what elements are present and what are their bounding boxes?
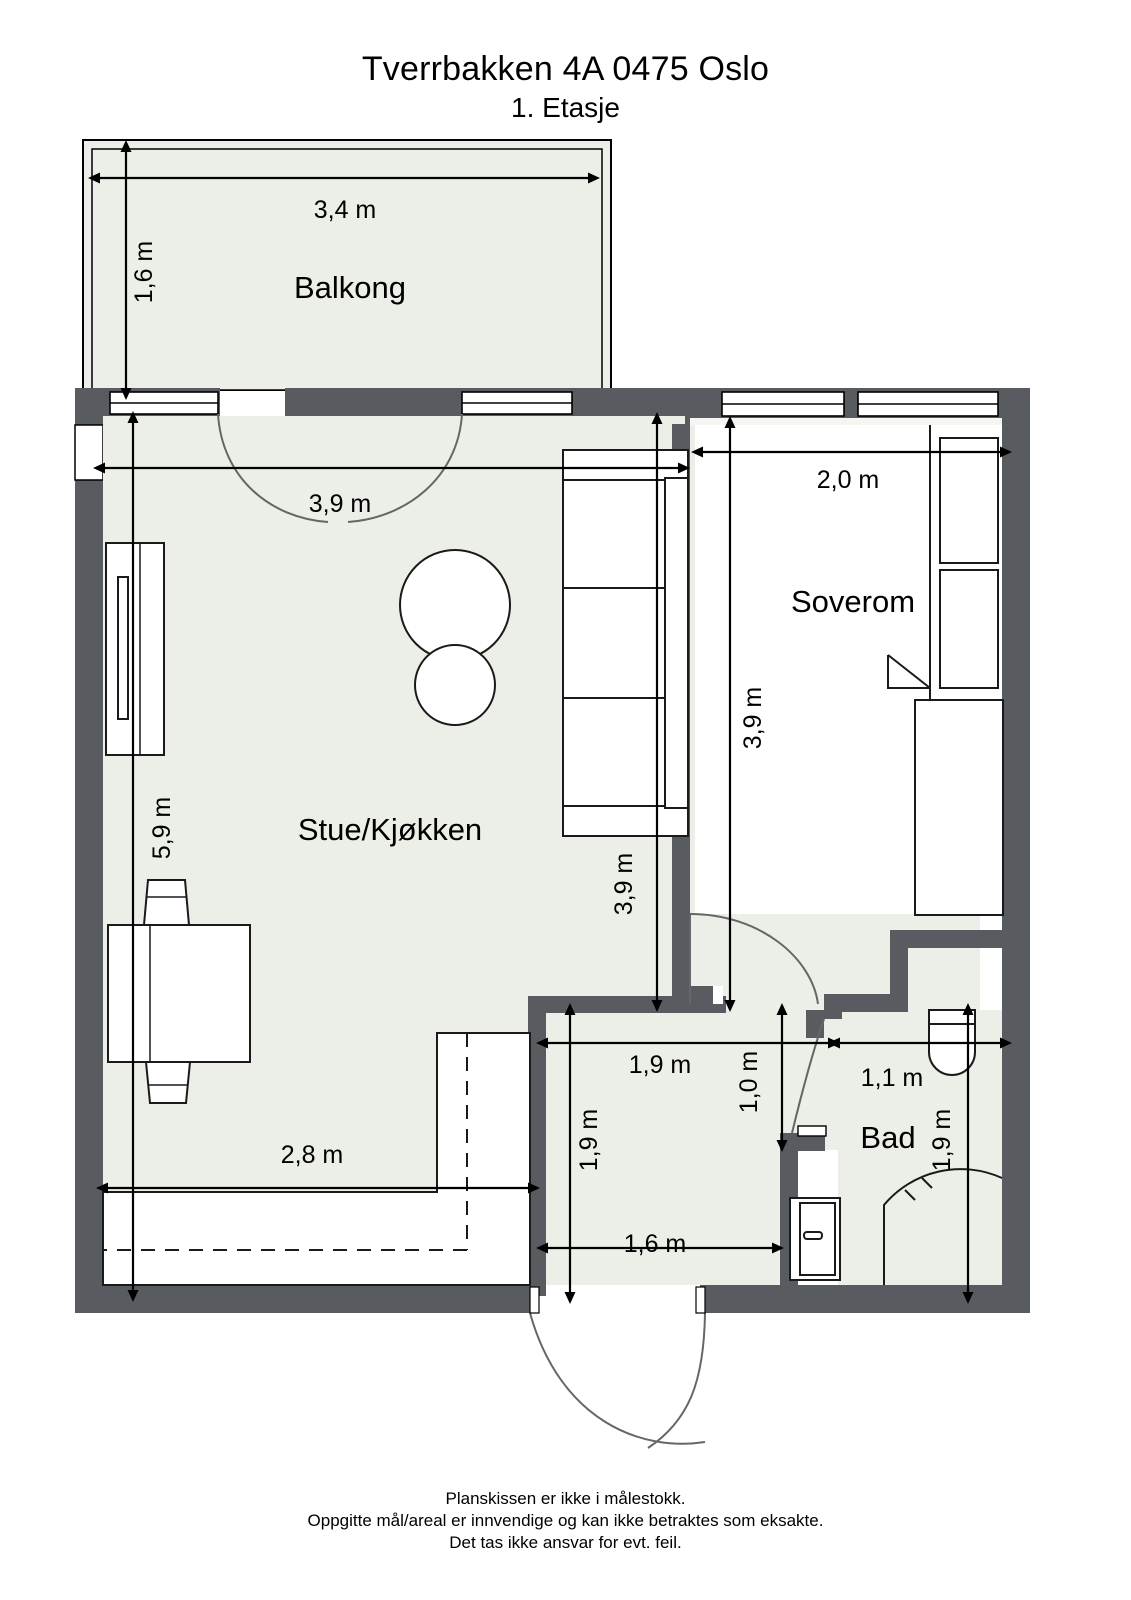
dim-stue-height-left: 5,9 m xyxy=(148,797,176,860)
tv-cabinet-handle xyxy=(117,576,129,720)
window-left-living xyxy=(74,424,104,481)
furniture-living xyxy=(102,449,689,1286)
wardrobe-1 xyxy=(939,437,999,564)
dim-gang-height-left: 1,9 m xyxy=(575,1109,603,1172)
wardrobe-2 xyxy=(939,569,999,689)
dining-chair-bottom xyxy=(144,1061,192,1104)
room-label-bad: Bad xyxy=(860,1120,915,1155)
dim-soverom-height: 3,9 m xyxy=(739,687,767,750)
door-swings xyxy=(217,413,827,1449)
room-label-balkong: Balkong xyxy=(294,270,406,305)
wall-bath-top-outer xyxy=(890,930,1002,948)
wall-top-mid xyxy=(285,388,470,416)
bedroom-door-recess-diagonal xyxy=(887,654,931,689)
sofa-arm-bottom xyxy=(562,805,689,837)
shower-tick-2 xyxy=(921,1177,933,1189)
wall-hall-right-step xyxy=(780,1133,825,1151)
dim-bad-width: 1,1 m xyxy=(861,1064,924,1092)
dim-gang-height-right: 1,0 m xyxy=(735,1051,763,1114)
entrance-door-jamb-left xyxy=(529,1286,540,1314)
coffee-table-large xyxy=(399,549,511,661)
bedroom-door-arc xyxy=(689,913,819,1005)
wall-bottom-left xyxy=(75,1285,530,1313)
bed xyxy=(914,699,1004,916)
dining-chair-top xyxy=(142,879,191,926)
room-label-stue-kjokken: Stue/Kjøkken xyxy=(298,812,482,847)
dim-soverom-width: 2,0 m xyxy=(817,466,880,494)
sofa-back xyxy=(664,477,689,809)
shower-curtain-arc xyxy=(883,1168,1003,1285)
dim-balkong-height: 1,6 m xyxy=(130,241,158,304)
furniture-bathroom xyxy=(789,1009,1003,1285)
shower-tick-1 xyxy=(904,1189,916,1201)
bedroom-door-recess xyxy=(887,655,930,689)
wall-bath-top-inner xyxy=(824,994,904,1012)
dim-kitchen-counter-width: 2,8 m xyxy=(281,1141,344,1169)
bath-door-leaf[interactable] xyxy=(797,1125,827,1137)
balcony-door-arc-right xyxy=(347,413,463,523)
wall-bottom-right xyxy=(700,1285,1030,1313)
dimension-labels: 3,4 m 1,6 m 3,9 m 5,9 m 3,9 m 2,8 m 2,0 … xyxy=(130,196,956,1258)
wall-hall-left xyxy=(528,996,546,1296)
balcony-door-arc-left xyxy=(217,413,329,523)
entrance-door-leaf-arc xyxy=(647,1312,706,1449)
entrance-door-arc xyxy=(529,1312,706,1445)
bedroom-window-sill xyxy=(690,418,1002,425)
tv-cabinet xyxy=(105,542,165,756)
wall-bath-left-nib xyxy=(824,994,842,1019)
dim-gang-width-bottom: 1,6 m xyxy=(624,1230,687,1258)
wall-bath-left-step xyxy=(890,930,908,1012)
dim-stue-width-top: 3,9 m xyxy=(309,490,372,518)
balkong-inner-outline xyxy=(91,148,603,391)
bedroom-door-jamb xyxy=(713,986,723,1004)
wall-left-exterior xyxy=(75,388,103,1313)
room-labels: Balkong Stue/Kjøkken Soverom Bad xyxy=(294,270,916,1155)
wall-hall-top xyxy=(546,996,726,1013)
wall-right-exterior xyxy=(1002,388,1030,1313)
bath-door-arc xyxy=(791,1018,825,1134)
dim-stue-height-right: 3,9 m xyxy=(610,853,638,916)
openings[interactable] xyxy=(109,391,1002,425)
dining-table xyxy=(107,924,251,1063)
coffee-table-small xyxy=(414,644,496,726)
entrance-door-jamb-right xyxy=(695,1286,706,1314)
dim-balkong-width: 3,4 m xyxy=(314,196,377,224)
dim-bad-height: 1,9 m xyxy=(928,1109,956,1172)
dimension-lines xyxy=(88,140,1012,1304)
furniture-bedroom xyxy=(887,425,1004,916)
dim-gang-width-top: 1,9 m xyxy=(629,1051,692,1079)
room-label-soverom: Soverom xyxy=(791,584,915,619)
washbasin-tap xyxy=(803,1231,823,1240)
sofa-arm-top xyxy=(562,449,689,481)
floor-gang xyxy=(545,1010,780,1285)
sofa-seats xyxy=(562,477,666,809)
